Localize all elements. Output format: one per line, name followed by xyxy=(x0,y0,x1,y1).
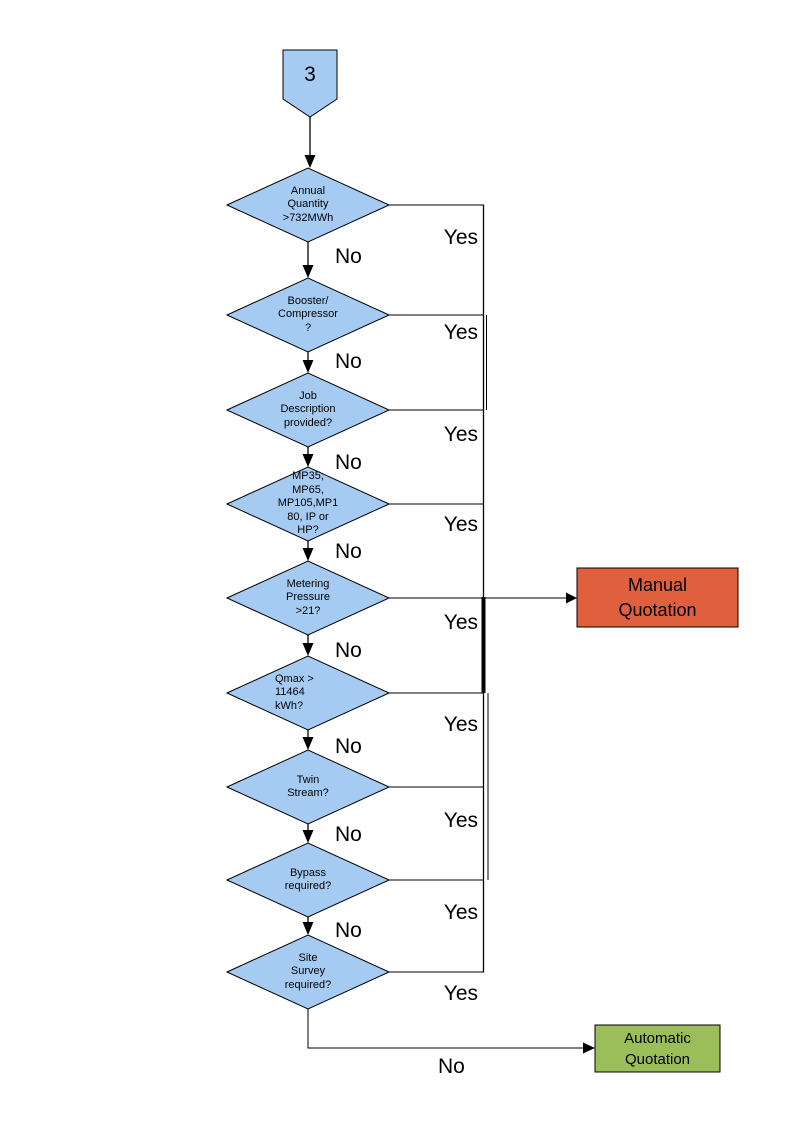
outcome-manual-shape xyxy=(576,567,739,628)
no-label: No xyxy=(335,735,362,758)
yes-label: Yes xyxy=(443,513,478,536)
decision-booster-compressor-label: Booster/ Compressor ? xyxy=(278,294,338,334)
yes-label: Yes xyxy=(443,321,478,344)
automatic-quotation-label: Automatic Quotation xyxy=(624,1029,691,1068)
yes-label: Yes xyxy=(443,226,478,249)
arrowhead-down-icon xyxy=(302,737,314,750)
arrowhead-down-icon xyxy=(302,360,314,373)
decision-site-survey-label: Site Survey required? xyxy=(284,951,332,991)
no-label: No xyxy=(335,919,362,942)
no-label: No xyxy=(335,639,362,662)
yes-label: Yes xyxy=(443,423,478,446)
decision-annual-quantity-label: Annual Quantity >732MWh xyxy=(282,184,334,224)
no-label: No xyxy=(335,245,362,268)
arrowhead-right-icon xyxy=(583,1042,595,1054)
yes-label: Yes xyxy=(443,713,478,736)
arrowhead-down-icon xyxy=(302,548,314,561)
connector-line xyxy=(307,1009,583,1049)
arrowhead-down-icon xyxy=(302,922,314,935)
no-label: No xyxy=(335,540,362,563)
decision-twin-stream-label: Twin Stream? xyxy=(287,773,329,799)
no-label: No xyxy=(335,451,362,474)
decision-job-description-label: Job Description provided? xyxy=(280,389,336,429)
decision-metering-pressure-label: Metering Pressure >21? xyxy=(285,577,331,617)
decision-bypass-label: Bypass required? xyxy=(284,866,332,892)
manual-quotation-label: Manual Quotation xyxy=(618,575,697,620)
outcome-automatic-shape xyxy=(594,1024,721,1073)
off-page-connector-shape xyxy=(282,49,338,118)
arrowhead-down-icon xyxy=(302,643,314,656)
arrowhead-down-icon xyxy=(302,830,314,843)
arrowhead-down-icon xyxy=(304,155,316,168)
decision-qmax-label: Qmax > 11464 kWh? xyxy=(275,672,314,712)
no-label: No xyxy=(335,823,362,846)
yes-label: Yes xyxy=(443,611,478,634)
yes-label: Yes xyxy=(443,982,478,1005)
no-label: No xyxy=(335,350,362,373)
arrowhead-down-icon xyxy=(302,454,314,467)
arrowhead-down-icon xyxy=(302,265,314,278)
yes-label: Yes xyxy=(443,901,478,924)
decision-meter-type-label: MP35, MP65, MP105,MP1 80, IP or HP? xyxy=(277,470,339,537)
yes-label: Yes xyxy=(443,809,478,832)
arrowhead-right-icon xyxy=(566,592,577,604)
no-label: No xyxy=(438,1055,465,1078)
start-connector-label: 3 xyxy=(304,63,316,86)
